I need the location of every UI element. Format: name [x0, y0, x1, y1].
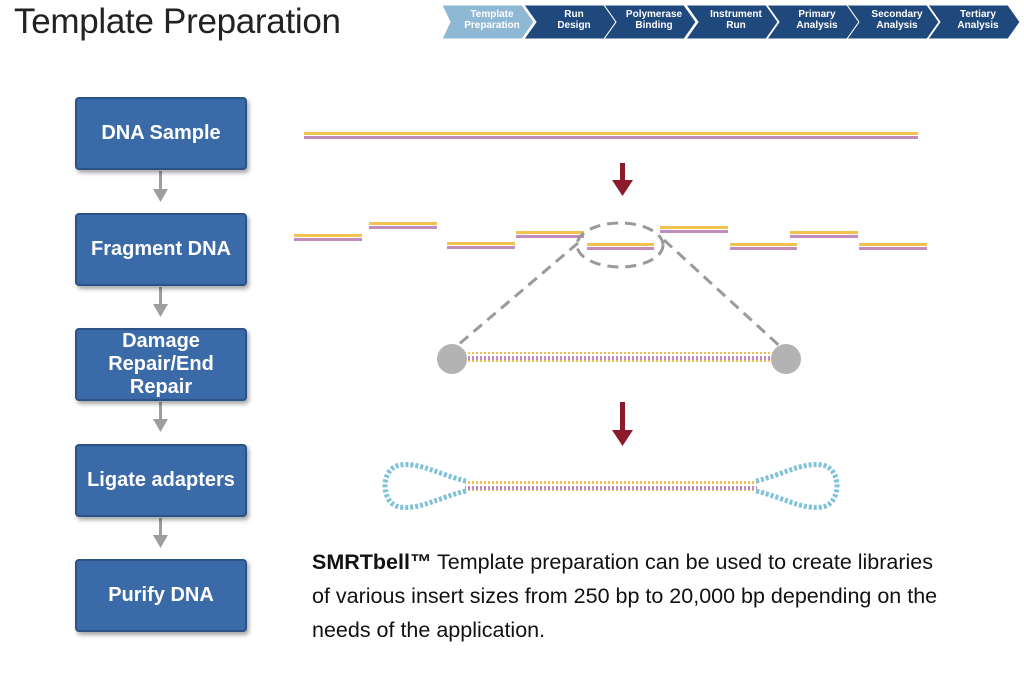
workflow-step-line1: Secondary: [871, 9, 923, 20]
step-damage-repair: Damage Repair/End Repair: [75, 328, 247, 401]
down-arrow-icon: [612, 163, 633, 196]
workflow-step-line2: Analysis: [876, 20, 918, 31]
step-purify-dna: Purify DNA: [75, 559, 247, 632]
dna-double-strand: [304, 132, 918, 139]
workflow-step-line1: Primary: [798, 9, 836, 20]
step-fragment-dna: Fragment DNA: [75, 213, 247, 286]
dna-fragment: [587, 243, 654, 250]
dna-fragment: [294, 234, 362, 241]
flow-arrow-icon: [153, 171, 168, 202]
workflow-step-line2: Analysis: [796, 20, 838, 31]
dna-fragment: [447, 242, 515, 249]
workflow-step-line2: Analysis: [957, 20, 999, 31]
flow-arrow-icon: [153, 287, 168, 317]
description-text: SMRTbell™ Template preparation can be us…: [312, 545, 952, 647]
step-ligate-adapters: Ligate adapters: [75, 444, 247, 517]
workflow-step-line2: Design: [557, 20, 591, 31]
repaired-fragment: [437, 344, 801, 374]
dna-fragment: [660, 226, 728, 233]
description-body: Template preparation can be used to crea…: [312, 550, 938, 642]
dna-fragment: [730, 243, 797, 250]
dna-fragment: [859, 243, 927, 250]
workflow-step-line2: Preparation: [464, 20, 520, 31]
smrtbell-molecule: [382, 462, 840, 510]
workflow-step-line1: Run: [564, 9, 584, 20]
flow-arrow-icon: [153, 518, 168, 548]
step-dna-sample: DNA Sample: [75, 97, 247, 170]
page-title: Template Preparation: [14, 2, 341, 41]
workflow-step-line1: Polymerase: [625, 9, 683, 20]
product-name: SMRTbell™: [312, 550, 432, 574]
zoom-callout: [451, 221, 786, 352]
workflow-step-line2: Binding: [635, 20, 673, 31]
down-arrow-icon: [612, 402, 633, 446]
dna-fragments: [294, 222, 927, 250]
workflow-step-line1: Instrument: [710, 9, 762, 20]
workflow-step-line1: Tertiary: [960, 9, 996, 20]
workflow-step-line1: Template: [470, 9, 514, 20]
workflow-step-line2: Run: [726, 20, 746, 31]
dna-fragment: [516, 231, 584, 238]
flow-arrow-icon: [153, 402, 168, 432]
dna-fragment: [790, 231, 858, 238]
dna-fragment: [369, 222, 437, 229]
